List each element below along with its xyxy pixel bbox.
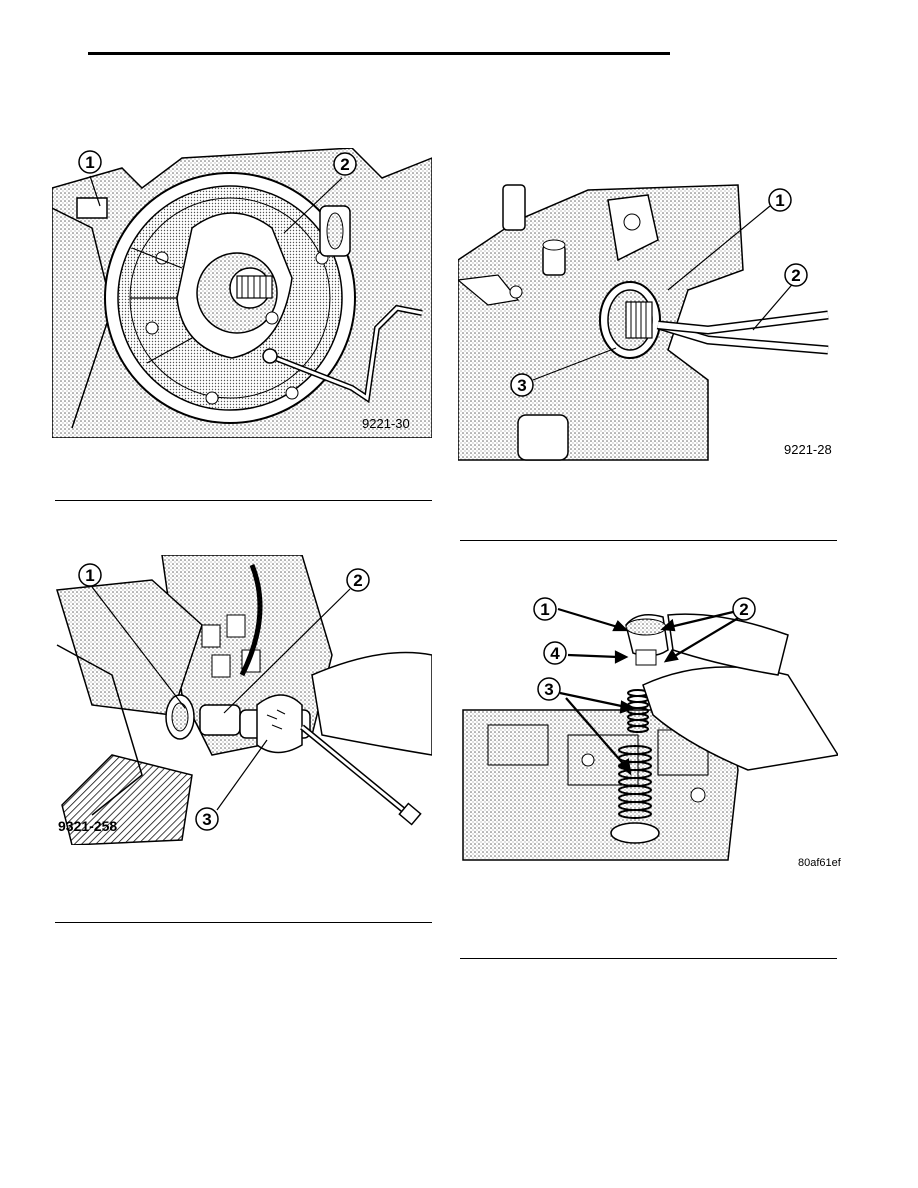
callout-4: 4 [550, 644, 560, 663]
figure-code: 9221-28 [784, 442, 832, 457]
figure-code: 9321-258 [58, 818, 117, 834]
callout-3: 3 [202, 810, 211, 829]
figure-code: 80af61ef [798, 857, 841, 869]
figure-divider [460, 540, 837, 541]
figure-seal-removal: 1 2 3 9221-28 [458, 180, 838, 470]
seal-install-illustration: 1 2 3 [52, 555, 432, 845]
callout-2: 2 [739, 600, 748, 619]
callout-1: 1 [775, 191, 784, 210]
callout-2: 2 [791, 266, 800, 285]
callout-2: 2 [340, 155, 349, 174]
seal-illustration: 1 2 3 [458, 180, 838, 470]
callout-1: 1 [85, 566, 94, 585]
figure-divider [55, 922, 432, 923]
figure-divider [460, 958, 837, 959]
header-rule [88, 52, 670, 55]
figure-seal-install: 1 2 3 9321-258 [52, 555, 432, 845]
figure-divider [55, 500, 432, 501]
valve-spring-illustration: 1 2 3 4 [458, 595, 838, 885]
figure-code: 9221-30 [362, 416, 410, 431]
callout-1: 1 [85, 153, 94, 172]
callout-2: 2 [353, 571, 362, 590]
figure-pump-removal: 1 2 9221-30 [52, 148, 432, 438]
callout-3: 3 [517, 376, 526, 395]
figure-valve-spring: 1 2 3 4 80af61ef [458, 595, 838, 885]
pump-illustration: 1 2 [52, 148, 432, 438]
callout-3: 3 [544, 680, 553, 699]
callout-1: 1 [540, 600, 549, 619]
